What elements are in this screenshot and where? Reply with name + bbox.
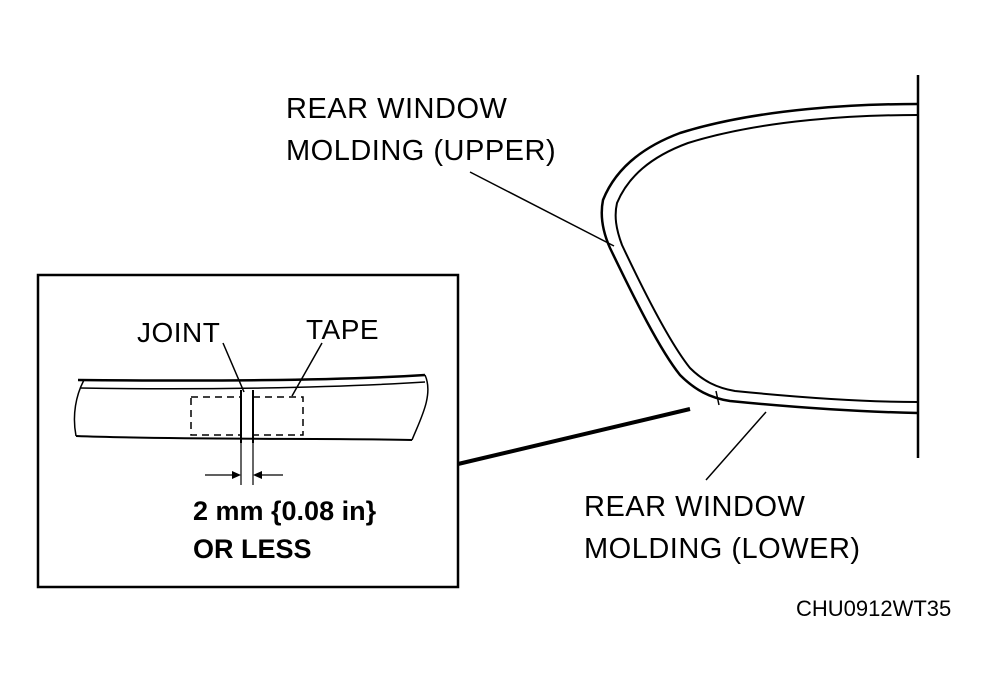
upper-molding-label-line1: REAR WINDOW	[286, 93, 508, 125]
lower-molding-label-line2: MOLDING (LOWER)	[584, 533, 861, 565]
leader-lower-molding	[705, 411, 767, 481]
inset-molding-left-end	[73, 379, 85, 437]
leader-upper-molding	[469, 171, 615, 247]
rear-window-molding-inner	[614, 114, 919, 403]
rear-window-molding-outer	[600, 102, 919, 415]
diagram-code: CHU0912WT35	[796, 596, 952, 621]
upper-molding-label: REAR WINDOW MOLDING (UPPER)	[286, 88, 556, 172]
gap-spec-line2: OR LESS	[193, 534, 312, 564]
joint-label: JOINT	[137, 317, 221, 348]
gap-spec-label: 2 mm {0.08 in} OR LESS	[193, 492, 376, 568]
dim-arrow-left-head	[232, 471, 241, 479]
tape-right	[252, 396, 304, 436]
molding-joint-mark	[715, 390, 720, 406]
inset-molding-top-inner	[79, 381, 426, 390]
detail-inset-box	[36, 273, 460, 589]
inset-molding-right-end	[411, 374, 429, 441]
upper-molding-label-line2: MOLDING (UPPER)	[286, 135, 557, 167]
gap-spec-line1: 2 mm {0.08 in}	[193, 496, 377, 526]
leader-joint	[222, 342, 245, 393]
inset-connector-line	[457, 407, 691, 466]
leader-tape	[291, 342, 323, 397]
lower-molding-label: REAR WINDOW MOLDING (LOWER)	[584, 486, 861, 570]
inset-molding-bottom	[75, 435, 413, 441]
tape-left	[190, 396, 242, 436]
tape-label: TAPE	[306, 314, 380, 345]
dim-arrow-right-head	[253, 471, 262, 479]
inset-molding-top	[77, 373, 426, 382]
lower-molding-label-line1: REAR WINDOW	[584, 491, 806, 523]
